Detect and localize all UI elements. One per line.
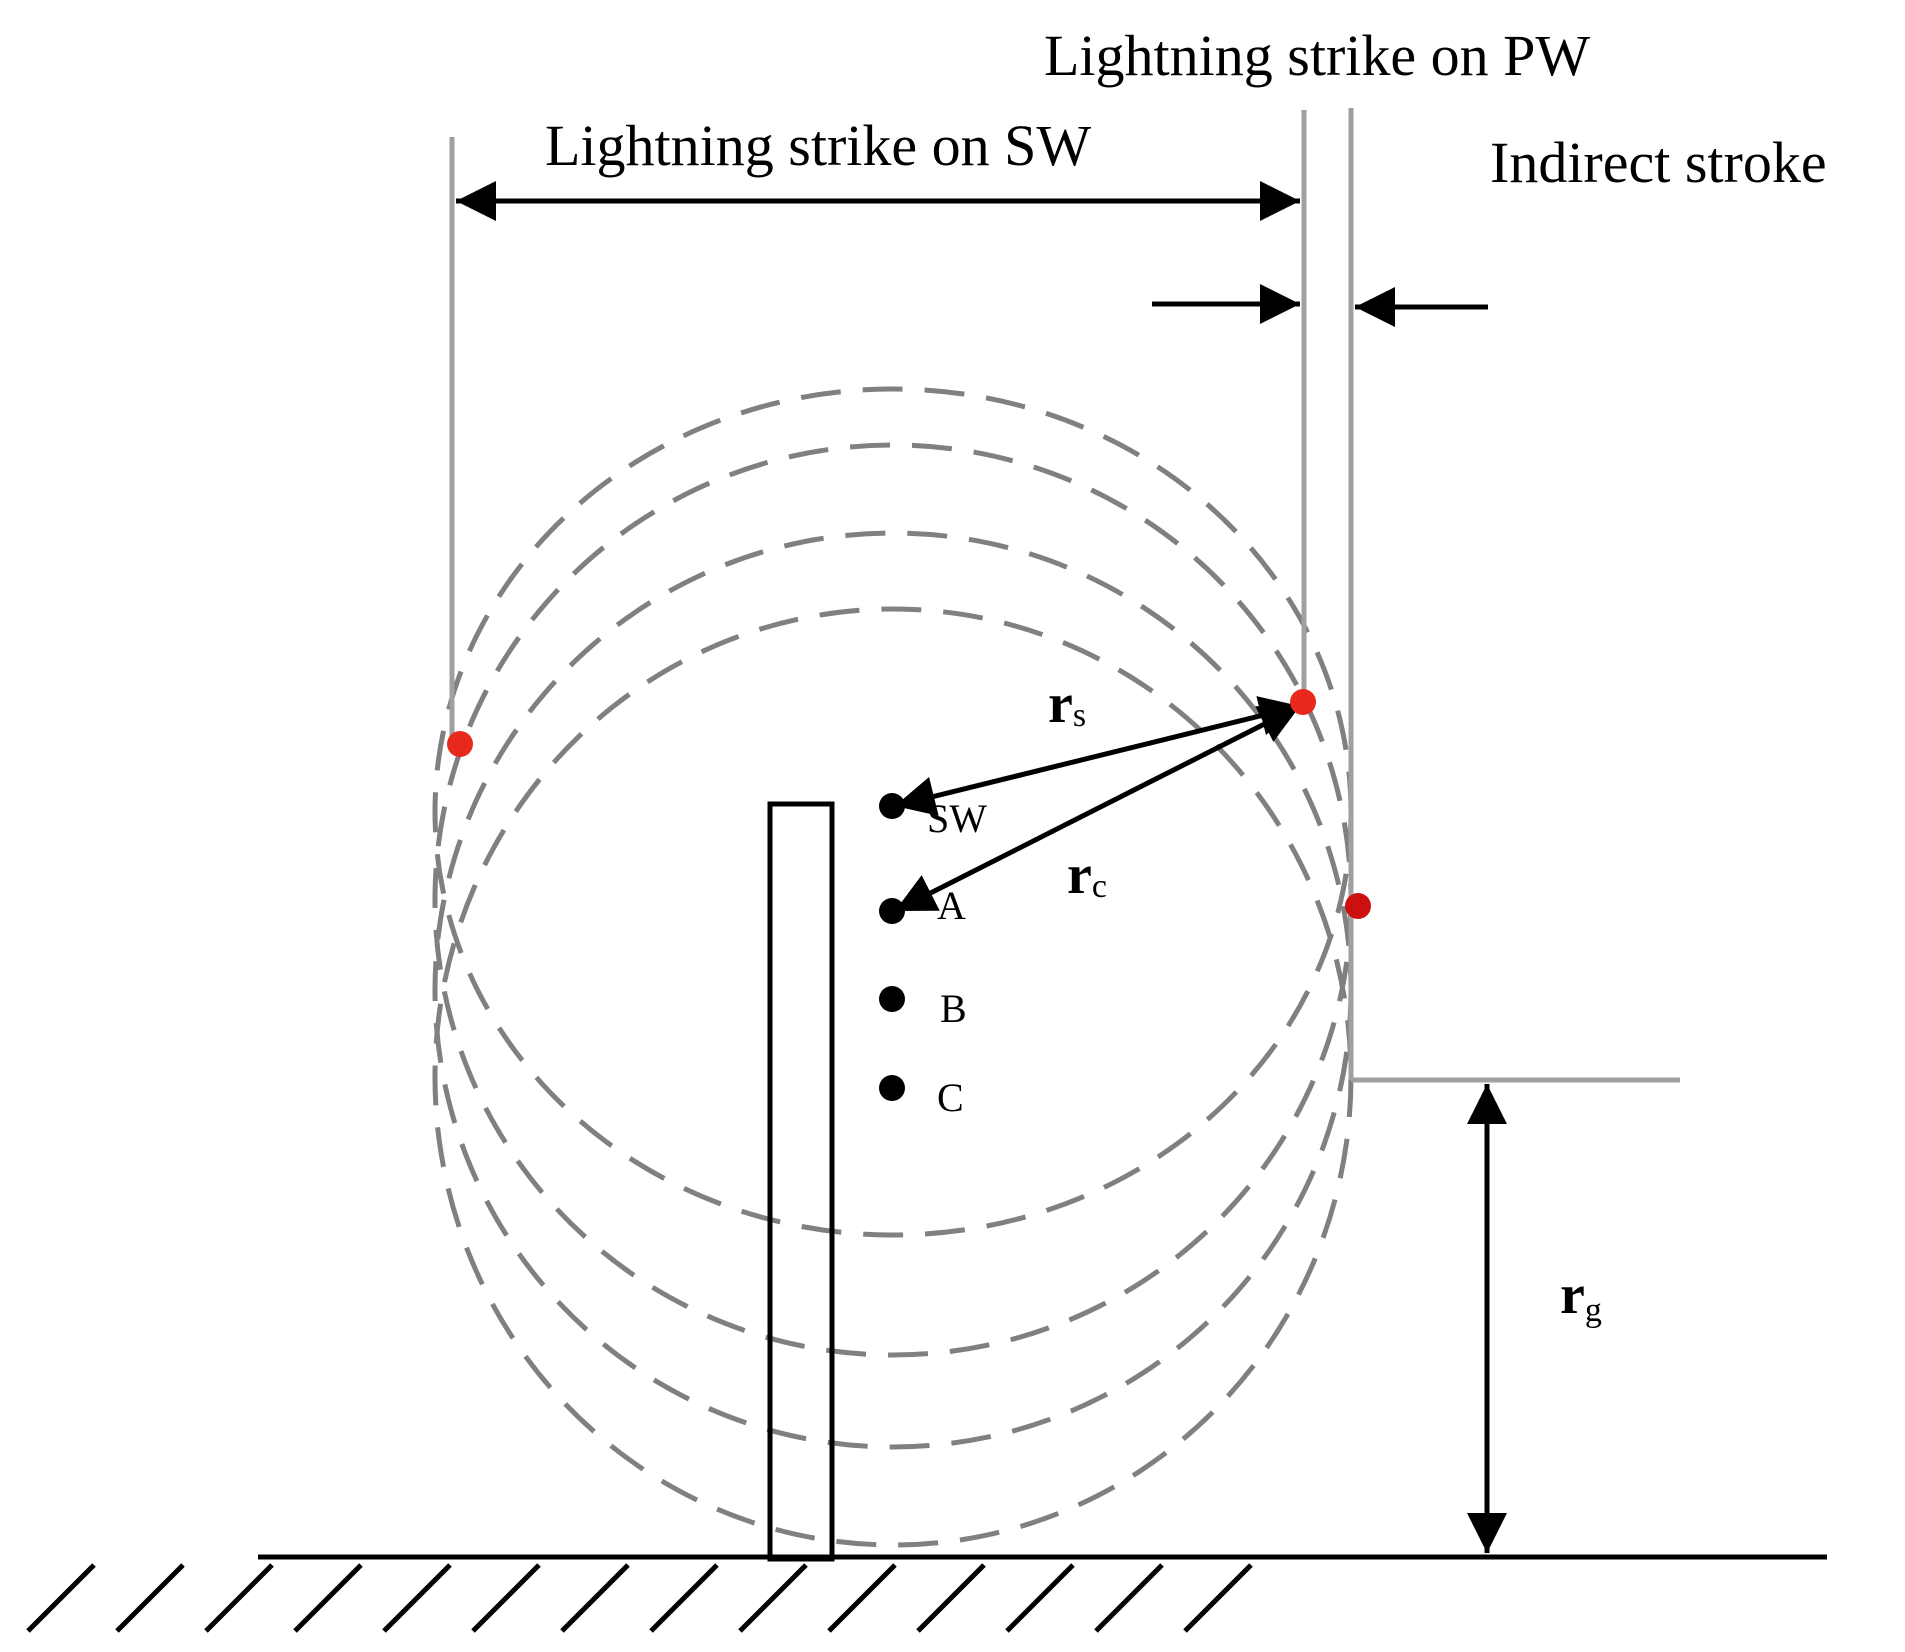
label-conductor-b: B	[940, 986, 967, 1031]
label-pw-strike: Lightning strike on PW	[1044, 23, 1590, 88]
ground-hatch-stroke	[471, 1563, 541, 1633]
ground-hatching	[26, 1563, 1253, 1633]
ground-hatch-stroke	[916, 1563, 986, 1633]
ground-hatch-stroke	[115, 1563, 185, 1633]
strike-point-pw	[1290, 689, 1316, 715]
ground-hatch-stroke	[738, 1563, 808, 1633]
ground-hatch-stroke	[827, 1563, 897, 1633]
ground-hatch-stroke	[1183, 1563, 1253, 1633]
striking-circles	[432, 386, 1354, 1548]
conductor-points	[879, 793, 905, 1101]
ground-hatch-stroke	[382, 1563, 452, 1633]
ground-hatch-stroke	[26, 1563, 96, 1633]
point-a	[879, 898, 905, 924]
ground-hatch-stroke	[204, 1563, 274, 1633]
rc-arrow	[893, 703, 1302, 914]
label-rg: rg	[1560, 1264, 1602, 1329]
label-conductor-c: C	[937, 1075, 964, 1120]
label-rc: rc	[1067, 844, 1107, 906]
label-sw-strike: Lightning strike on SW	[545, 113, 1091, 178]
label-conductor-sw: SW	[927, 796, 987, 841]
label-rs: rs	[1048, 673, 1086, 735]
ground-hatch-stroke	[560, 1563, 630, 1633]
ground-hatch-stroke	[1094, 1563, 1164, 1633]
strike-point-left	[447, 731, 473, 757]
point-c	[879, 1075, 905, 1101]
label-conductor-a: A	[937, 883, 966, 928]
ground-hatch-stroke	[1005, 1563, 1075, 1633]
rs-arrow	[894, 696, 1301, 816]
point-b	[879, 986, 905, 1012]
ground-hatch-stroke	[649, 1563, 719, 1633]
point-sw	[879, 793, 905, 819]
strike-point-indirect	[1345, 893, 1371, 919]
label-indirect-stroke: Indirect stroke	[1490, 130, 1827, 195]
guide-lines	[449, 108, 1680, 1083]
tower	[767, 801, 835, 1562]
ground-hatch-stroke	[293, 1563, 363, 1633]
